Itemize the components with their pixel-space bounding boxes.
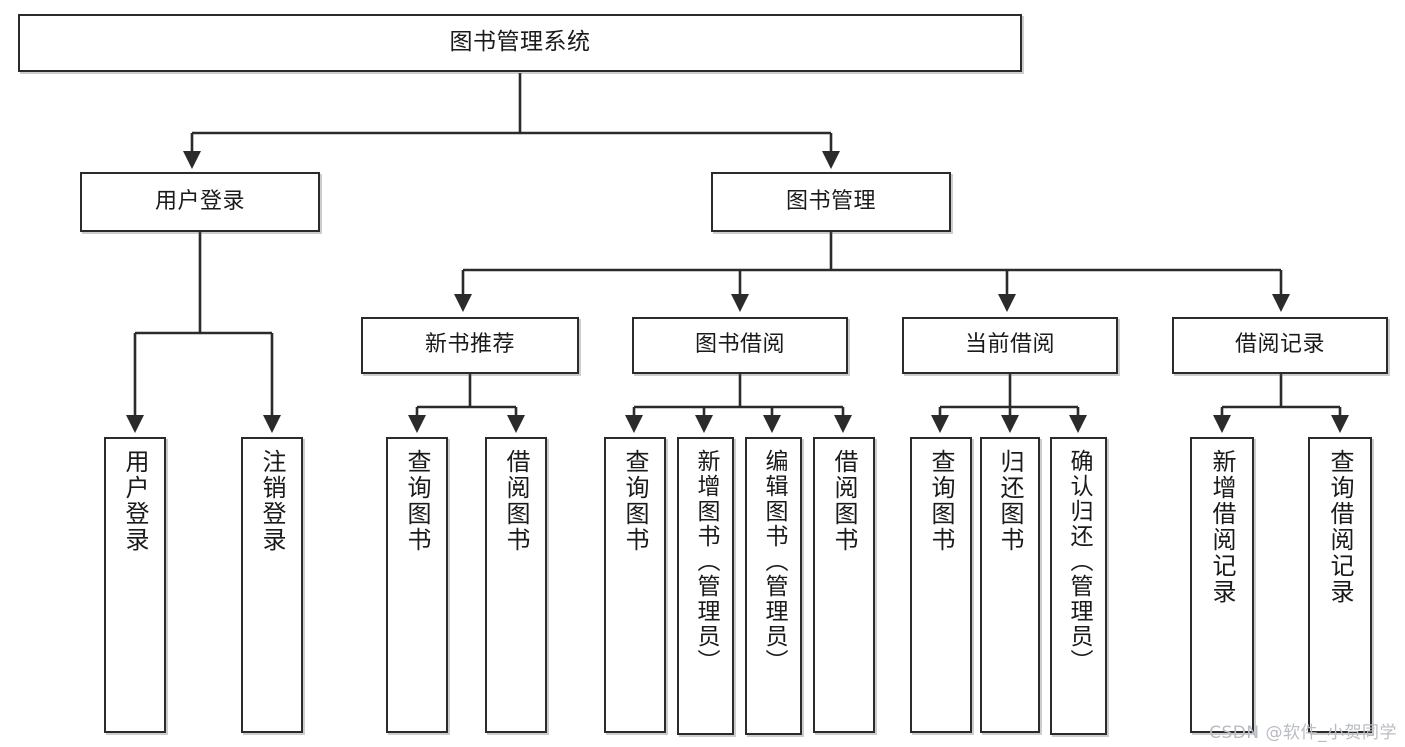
node-current-borrow-label: 当前借阅 (964, 332, 1055, 358)
node-new-book-recommend[interactable]: 新书推荐 (361, 317, 579, 374)
node-leaf-query-record-label: 查询借阅记录 (1326, 449, 1354, 605)
node-user-login[interactable]: 用户登录 (80, 172, 320, 232)
node-current-borrow[interactable]: 当前借阅 (902, 317, 1118, 374)
node-leaf-query-book-3[interactable]: 查询图书 (910, 437, 972, 733)
node-leaf-borrow-book-2-label: 借阅图书 (830, 449, 858, 553)
node-borrow-record-label: 借阅记录 (1234, 332, 1325, 358)
node-leaf-query-book-2-label: 查询图书 (621, 449, 649, 553)
node-book-borrow-label: 图书借阅 (694, 332, 785, 358)
node-leaf-return-book[interactable]: 归还图书 (980, 437, 1040, 733)
node-leaf-borrow-book-2[interactable]: 借阅图书 (813, 437, 875, 733)
node-leaf-add-record[interactable]: 新增借阅记录 (1190, 437, 1254, 733)
node-leaf-query-book-3-label: 查询图书 (927, 449, 955, 553)
node-root-label: 图书管理系统 (449, 29, 591, 56)
node-leaf-user-login[interactable]: 用户登录 (104, 437, 166, 733)
node-leaf-query-book-1[interactable]: 查询图书 (386, 437, 448, 733)
node-root[interactable]: 图书管理系统 (18, 14, 1022, 72)
node-new-book-recommend-label: 新书推荐 (424, 332, 515, 358)
node-leaf-borrow-book-1[interactable]: 借阅图书 (485, 437, 547, 733)
node-leaf-confirm-return-label: 确认归还（管理员） (1066, 449, 1092, 674)
node-user-login-label: 用户登录 (154, 188, 245, 214)
node-book-borrow[interactable]: 图书借阅 (632, 317, 848, 374)
node-leaf-add-book-label: 新增图书（管理员） (693, 449, 719, 674)
watermark: CSDN @软件_小贺同学 (1209, 723, 1397, 743)
node-leaf-query-record[interactable]: 查询借阅记录 (1308, 437, 1372, 733)
node-leaf-add-book[interactable]: 新增图书（管理员） (677, 437, 734, 735)
node-leaf-logout-login[interactable]: 注销登录 (241, 437, 303, 733)
node-leaf-logout-login-label: 注销登录 (258, 449, 286, 553)
node-leaf-user-login-label: 用户登录 (121, 449, 149, 553)
node-leaf-query-book-1-label: 查询图书 (403, 449, 431, 553)
node-borrow-record[interactable]: 借阅记录 (1172, 317, 1388, 374)
node-leaf-borrow-book-1-label: 借阅图书 (502, 449, 530, 553)
node-leaf-add-record-label: 新增借阅记录 (1208, 449, 1236, 605)
node-leaf-return-book-label: 归还图书 (996, 449, 1024, 553)
node-leaf-confirm-return[interactable]: 确认归还（管理员） (1050, 437, 1107, 735)
node-leaf-edit-book[interactable]: 编辑图书（管理员） (745, 437, 802, 735)
node-leaf-query-book-2[interactable]: 查询图书 (604, 437, 666, 733)
node-book-management-label: 图书管理 (785, 188, 876, 214)
node-leaf-edit-book-label: 编辑图书（管理员） (761, 449, 787, 674)
node-book-management[interactable]: 图书管理 (711, 172, 951, 232)
